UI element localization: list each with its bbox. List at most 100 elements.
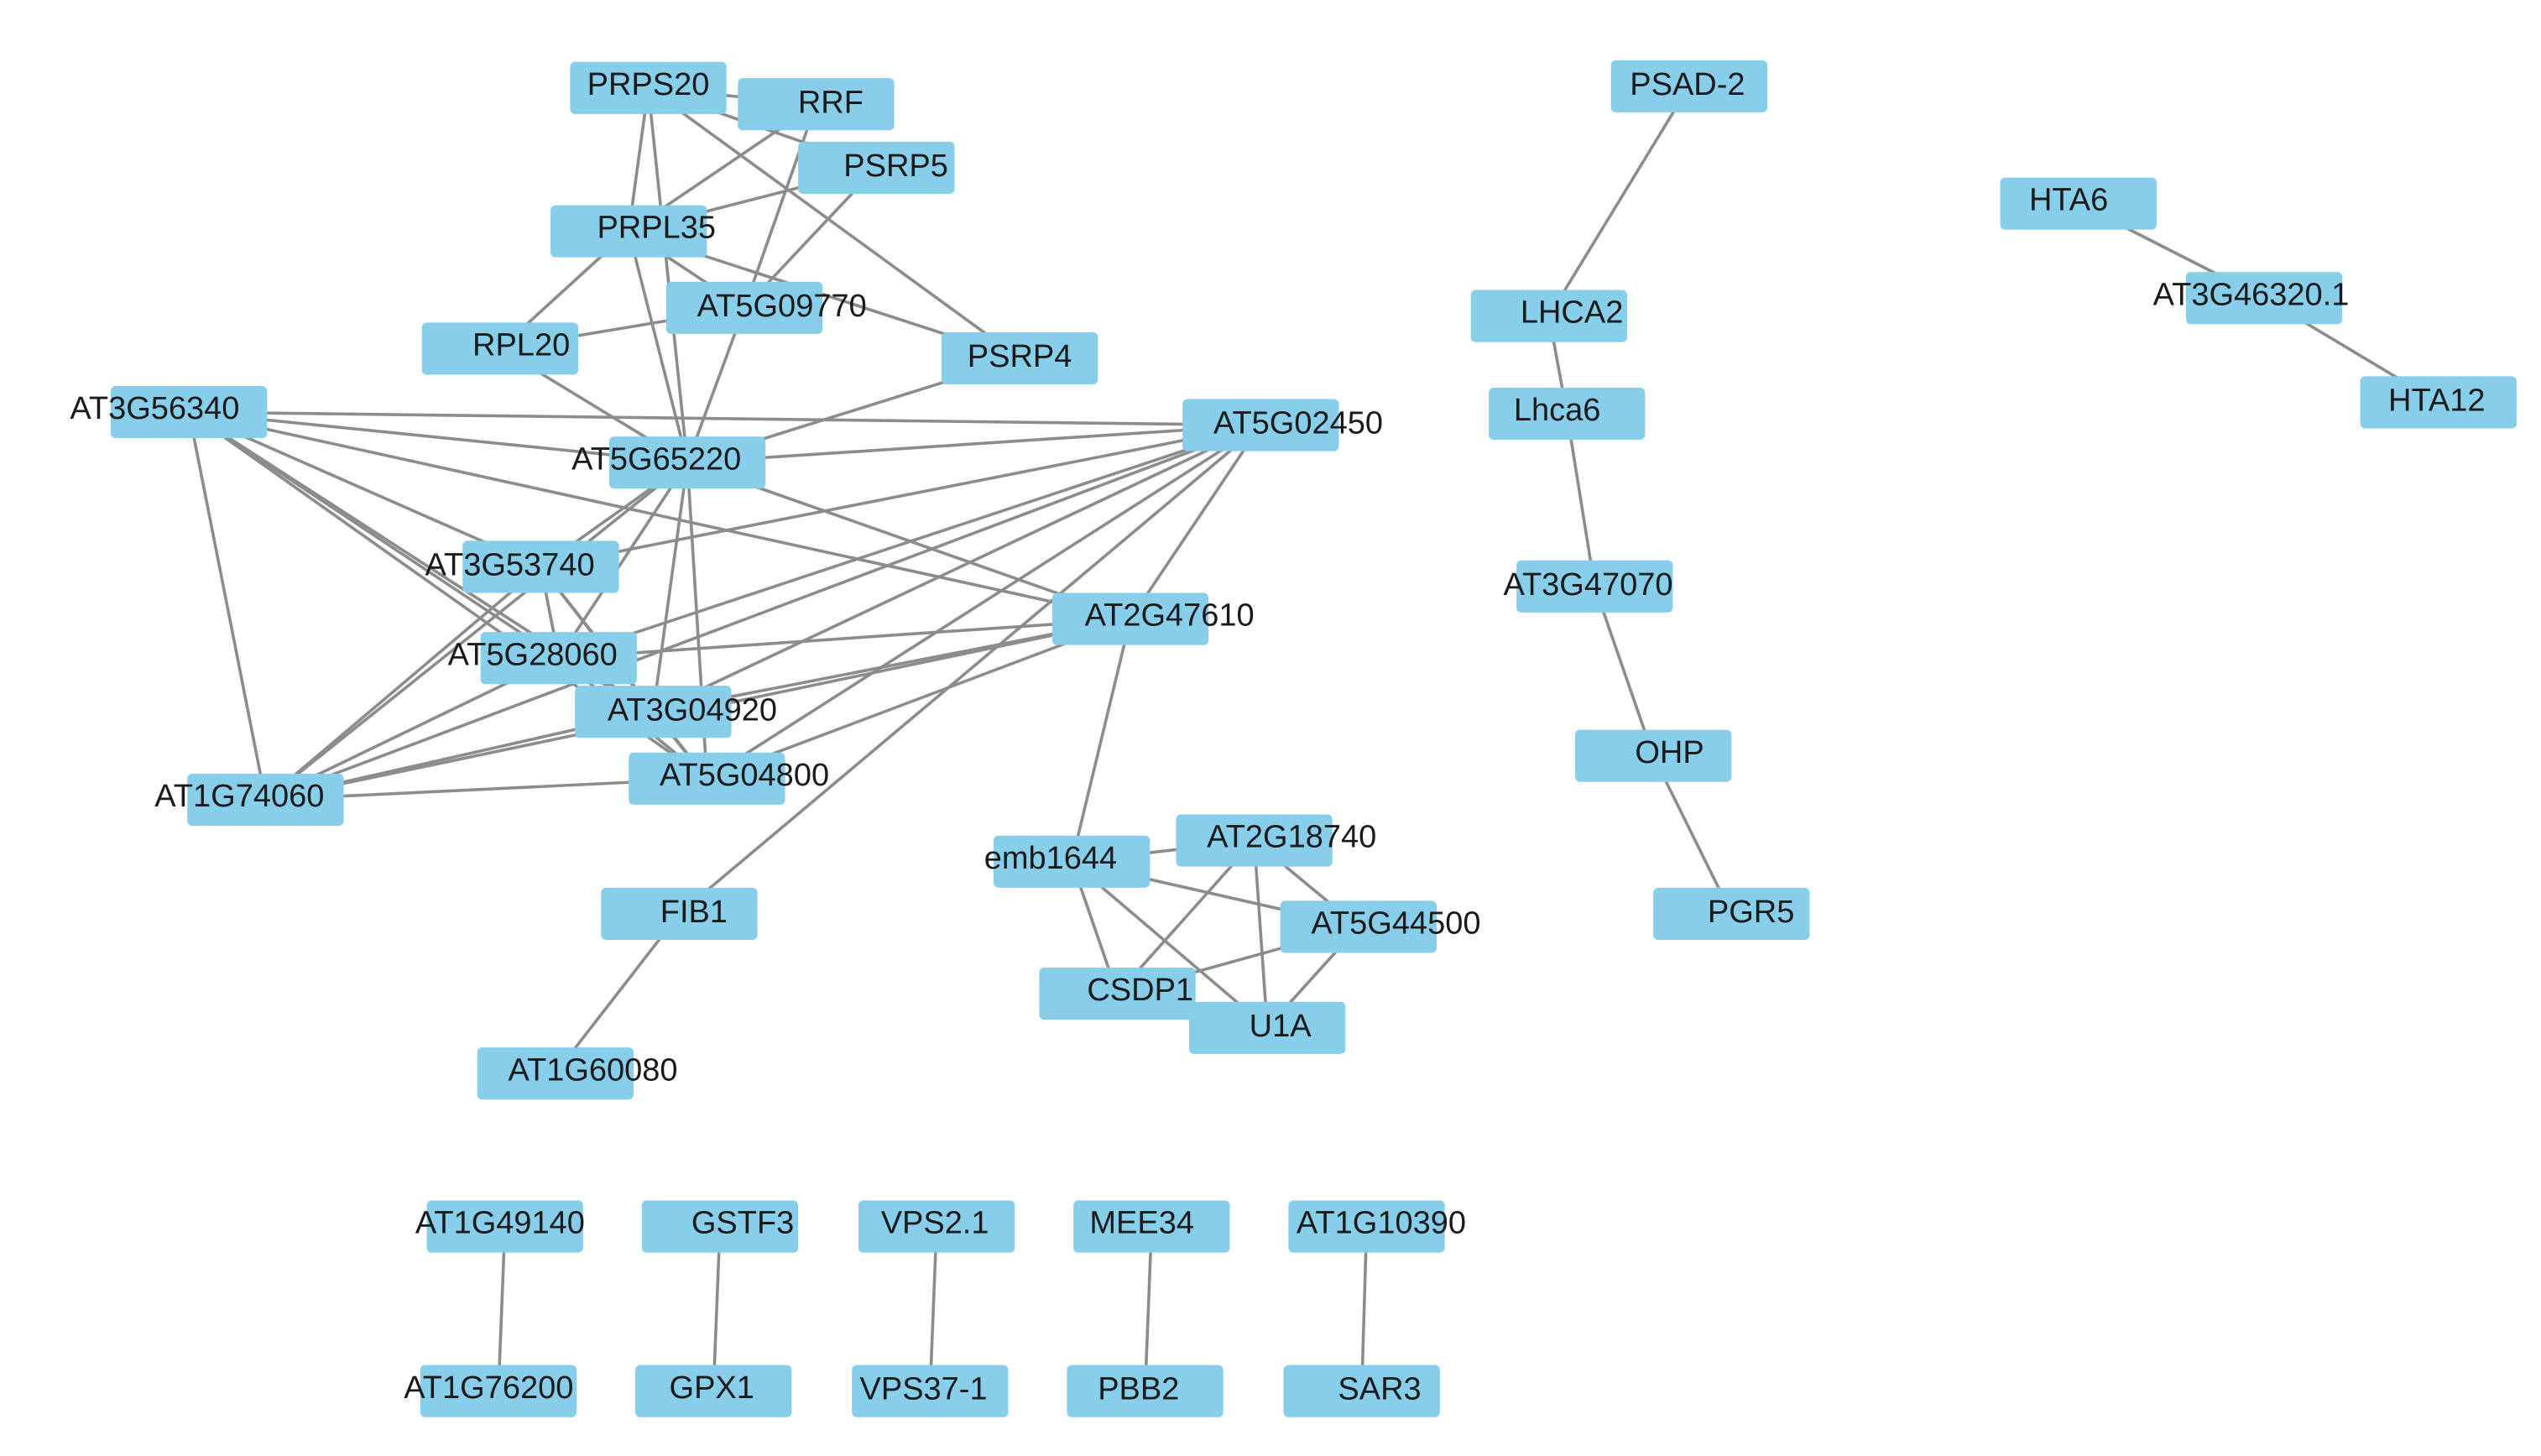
node-at5g65220[interactable]: AT5G65220 <box>571 436 766 489</box>
node-label: GPX1 <box>670 1370 754 1406</box>
node-at1g74060[interactable]: AT1G74060 <box>154 773 344 827</box>
node-at2g18740[interactable]: AT2G18740 <box>1176 814 1376 867</box>
edge-gstf3-gpx1 <box>712 1226 722 1391</box>
node-box[interactable] <box>994 835 1150 888</box>
node-box[interactable] <box>420 1365 577 1417</box>
node-box[interactable] <box>570 61 727 114</box>
node-at1g49140[interactable]: AT1G49140 <box>415 1200 585 1253</box>
edge-at1g10390-sar3 <box>1359 1226 1369 1391</box>
node-label: SAR3 <box>1338 1372 1421 1407</box>
node-label: emb1644 <box>984 841 1117 876</box>
node-at3g56340[interactable]: AT3G56340 <box>70 386 268 439</box>
node-box[interactable] <box>110 386 268 439</box>
node-lhca2[interactable]: LHCA2 <box>1470 290 1628 342</box>
node-at5g44500[interactable]: AT5G44500 <box>1280 900 1481 953</box>
node-box[interactable] <box>480 632 637 685</box>
node-at2g47610[interactable]: AT2G47610 <box>1051 592 1255 645</box>
node-box[interactable] <box>1073 1200 1230 1253</box>
node-box[interactable] <box>1470 290 1628 342</box>
node-box[interactable] <box>1039 967 1196 1020</box>
node-pgr5[interactable]: PGR5 <box>1653 887 1810 940</box>
node-box[interactable] <box>1188 1001 1346 1054</box>
node-box[interactable] <box>608 436 766 489</box>
node-box[interactable] <box>187 773 344 827</box>
node-box[interactable] <box>421 322 579 375</box>
node-box[interactable] <box>1610 60 1768 112</box>
node-mee34[interactable]: MEE34 <box>1073 1200 1230 1253</box>
edge-at3g56340-at2g47610 <box>188 410 1131 621</box>
node-at3g04920[interactable]: AT3G04920 <box>575 686 777 738</box>
node-label: OHP <box>1635 735 1704 770</box>
node-box[interactable] <box>2000 177 2157 230</box>
node-rrf[interactable]: RRF <box>738 78 895 131</box>
node-psad-2[interactable]: PSAD-2 <box>1610 60 1768 112</box>
node-box[interactable] <box>477 1047 634 1100</box>
node-box[interactable] <box>1288 1200 1445 1253</box>
node-box[interactable] <box>1051 592 1209 645</box>
node-label: AT5G04800 <box>660 758 829 793</box>
node-box[interactable] <box>1574 729 1732 782</box>
node-prpl35[interactable]: PRPL35 <box>550 205 716 258</box>
node-box[interactable] <box>1176 814 1333 867</box>
node-box[interactable] <box>852 1365 1009 1417</box>
node-at1g60080[interactable]: AT1G60080 <box>477 1047 678 1100</box>
node-u1a[interactable]: U1A <box>1188 1001 1346 1054</box>
node-box[interactable] <box>1516 560 1673 613</box>
node-at5g09770[interactable]: AT5G09770 <box>665 281 867 334</box>
node-gstf3[interactable]: GSTF3 <box>641 1200 799 1253</box>
node-ohp[interactable]: OHP <box>1574 729 1732 782</box>
node-box[interactable] <box>635 1365 792 1417</box>
node-at1g76200[interactable]: AT1G76200 <box>404 1365 577 1417</box>
node-box[interactable] <box>1653 887 1810 940</box>
node-box[interactable] <box>550 205 707 258</box>
node-vps2-1[interactable]: VPS2.1 <box>858 1200 1015 1253</box>
node-label: PGR5 <box>1708 895 1794 930</box>
node-prps20[interactable]: PRPS20 <box>570 61 727 114</box>
node-psrp5[interactable]: PSRP5 <box>798 141 955 194</box>
node-at5g04800[interactable]: AT5G04800 <box>629 752 829 805</box>
edge-at2g47610-at5g04800 <box>706 617 1131 780</box>
node-at5g28060[interactable]: AT5G28060 <box>448 632 637 685</box>
node-box[interactable] <box>738 78 895 131</box>
node-box[interactable] <box>1283 1365 1440 1417</box>
node-box[interactable] <box>1067 1365 1224 1417</box>
node-box[interactable] <box>2185 272 2343 325</box>
node-box[interactable] <box>641 1200 799 1253</box>
node-vps37-1[interactable]: VPS37-1 <box>852 1365 1009 1417</box>
edge-at3g56340-at5g65220 <box>188 410 688 465</box>
node-box[interactable] <box>2360 376 2517 429</box>
node-box[interactable] <box>1182 399 1339 451</box>
node-at1g10390[interactable]: AT1G10390 <box>1288 1200 1466 1253</box>
node-at3g46320-1[interactable]: AT3G46320.1 <box>2153 272 2350 325</box>
edge-at5g65220-at5g02450 <box>686 423 1261 465</box>
node-box[interactable] <box>629 752 785 805</box>
node-box[interactable] <box>1489 387 1646 441</box>
node-at5g02450[interactable]: AT5G02450 <box>1182 399 1383 451</box>
node-lhca6[interactable]: Lhca6 <box>1489 387 1646 441</box>
node-box[interactable] <box>575 686 732 738</box>
node-hta6[interactable]: HTA6 <box>2000 177 2157 230</box>
node-box[interactable] <box>798 141 955 194</box>
node-box[interactable] <box>665 281 823 334</box>
node-at3g47070[interactable]: AT3G47070 <box>1503 560 1673 613</box>
node-rpl20[interactable]: RPL20 <box>421 322 579 375</box>
node-emb1644[interactable]: emb1644 <box>984 835 1150 888</box>
node-at3g53740[interactable]: AT3G53740 <box>425 540 619 593</box>
node-box[interactable] <box>601 887 758 940</box>
node-fib1[interactable]: FIB1 <box>601 887 758 940</box>
edge-psad-2-lhca2 <box>1547 85 1691 317</box>
edge-at3g47070-ohp <box>1593 586 1655 757</box>
node-box[interactable] <box>426 1200 583 1253</box>
node-box[interactable] <box>1280 900 1437 953</box>
node-label: Lhca6 <box>1514 393 1601 428</box>
node-box[interactable] <box>462 540 619 593</box>
node-csdp1[interactable]: CSDP1 <box>1039 967 1196 1020</box>
node-sar3[interactable]: SAR3 <box>1283 1365 1440 1417</box>
node-gpx1[interactable]: GPX1 <box>635 1365 792 1417</box>
node-box[interactable] <box>858 1200 1015 1253</box>
node-box[interactable] <box>941 331 1098 385</box>
node-pbb2[interactable]: PBB2 <box>1067 1365 1224 1417</box>
node-hta12[interactable]: HTA12 <box>2360 376 2517 429</box>
node-psrp4[interactable]: PSRP4 <box>941 331 1098 385</box>
